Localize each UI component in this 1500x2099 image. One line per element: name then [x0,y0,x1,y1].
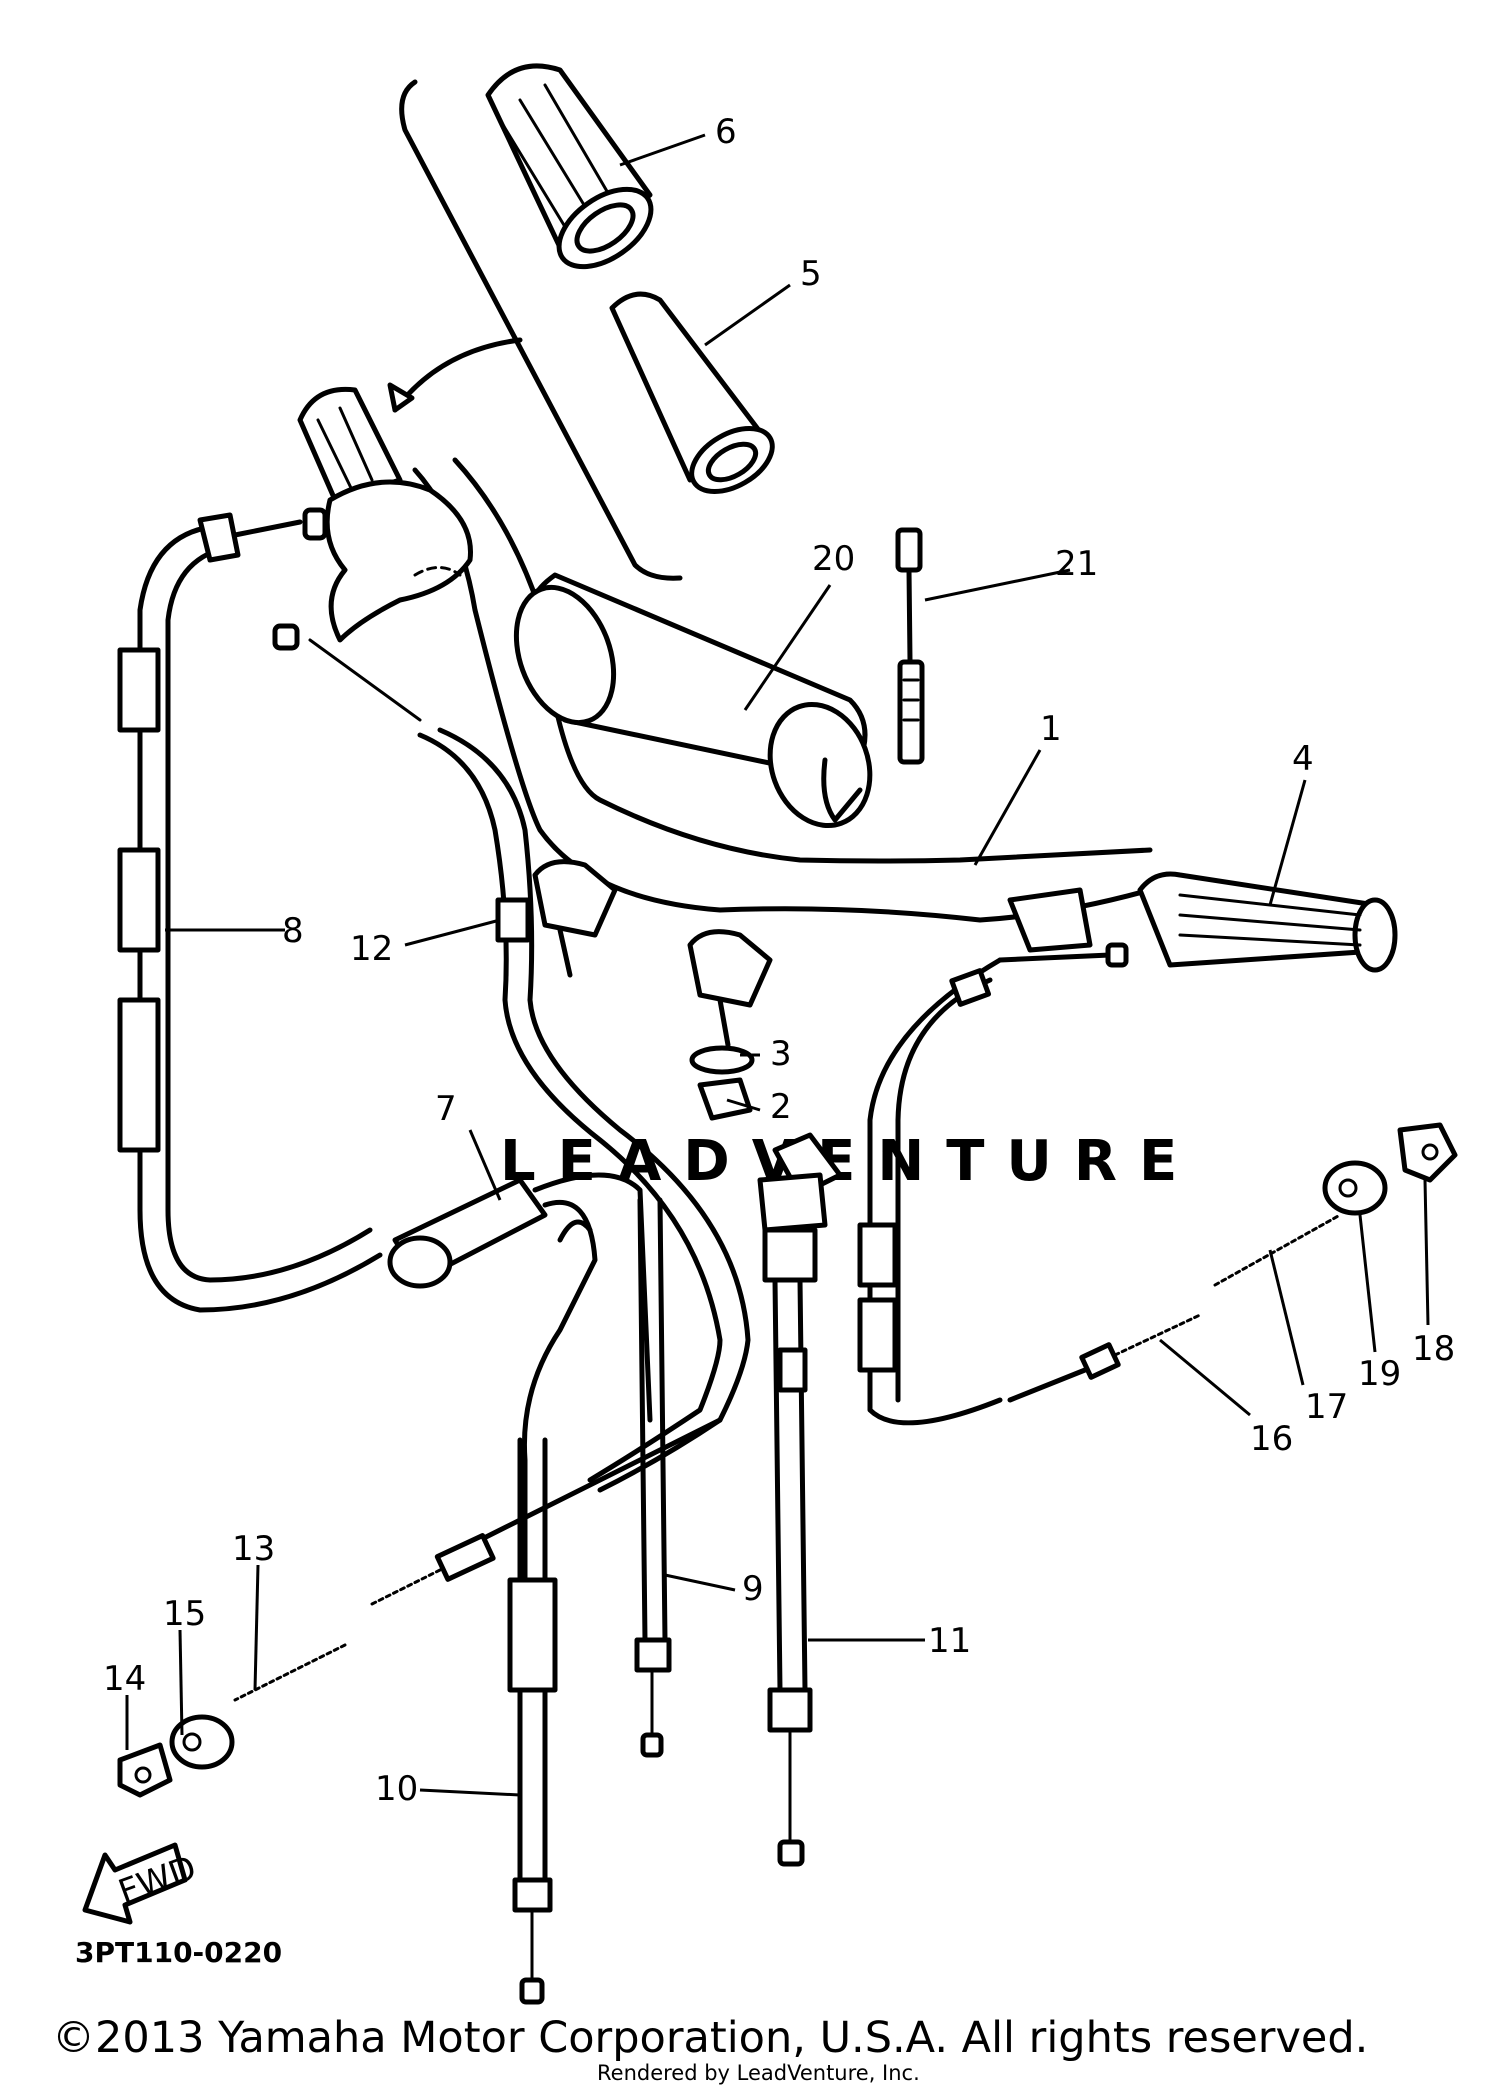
callout-5: 5 [800,254,822,294]
callout-16: 16 [1250,1419,1293,1459]
clamp-assembly-parts-2-3 [532,859,773,1121]
callout-13: 13 [232,1529,275,1569]
callout-4: 4 [1292,739,1314,779]
callout-9: 9 [742,1569,764,1609]
callout-numbers: 1 2 3 4 5 6 7 8 9 10 11 12 13 14 15 16 1… [103,112,1455,1809]
callout-17: 17 [1305,1387,1348,1427]
callout-leaders [125,133,1430,1797]
callout-8: 8 [282,911,304,951]
copyright-notice: ©2013 Yamaha Motor Corporation, U.S.A. A… [52,2013,1368,2063]
cable-part-10 [507,1437,558,2005]
cable-part-9 [634,1197,672,1758]
callout-3: 3 [770,1034,792,1074]
clutch-cable-part-8 [117,507,383,1313]
callout-6: 6 [715,112,737,152]
callout-1: 1 [1040,709,1062,749]
cable-joint-part-7 [387,1172,653,1683]
adjuster-parts-14-15 [117,1714,235,1798]
callout-15: 15 [163,1594,206,1634]
watermark-text: LEADVENTURE [500,1129,1199,1194]
callout-11: 11 [928,1621,971,1661]
cable-part-11 [757,1132,843,1867]
callout-12: 12 [350,929,393,969]
callout-20: 20 [812,539,855,579]
callout-21: 21 [1055,544,1098,584]
cable-parts-16-17 [857,942,1342,1426]
callout-19: 19 [1358,1354,1401,1394]
rendered-by-notice: Rendered by LeadVenture, Inc. [597,2061,920,2085]
callout-7: 7 [435,1089,457,1129]
fwd-arrow: FWD [82,1842,202,1925]
callout-14: 14 [103,1659,146,1699]
strap-part-21 [895,527,925,765]
callout-18: 18 [1412,1329,1455,1369]
grip-exploded-bracket [387,79,683,581]
right-grip-part-4 [1007,871,1398,973]
diagram-code: 3PT110-0220 [75,1936,282,1969]
callout-2: 2 [770,1087,792,1127]
grip-part-20 [513,572,873,829]
throttle-sleeve-part-5 [609,291,775,494]
cable-part-13 [233,1417,723,1702]
callout-10: 10 [375,1769,418,1809]
adjuster-parts-18-19 [1322,1122,1458,1216]
grip-part-6 [485,63,654,270]
left-switch-housing [297,386,473,643]
